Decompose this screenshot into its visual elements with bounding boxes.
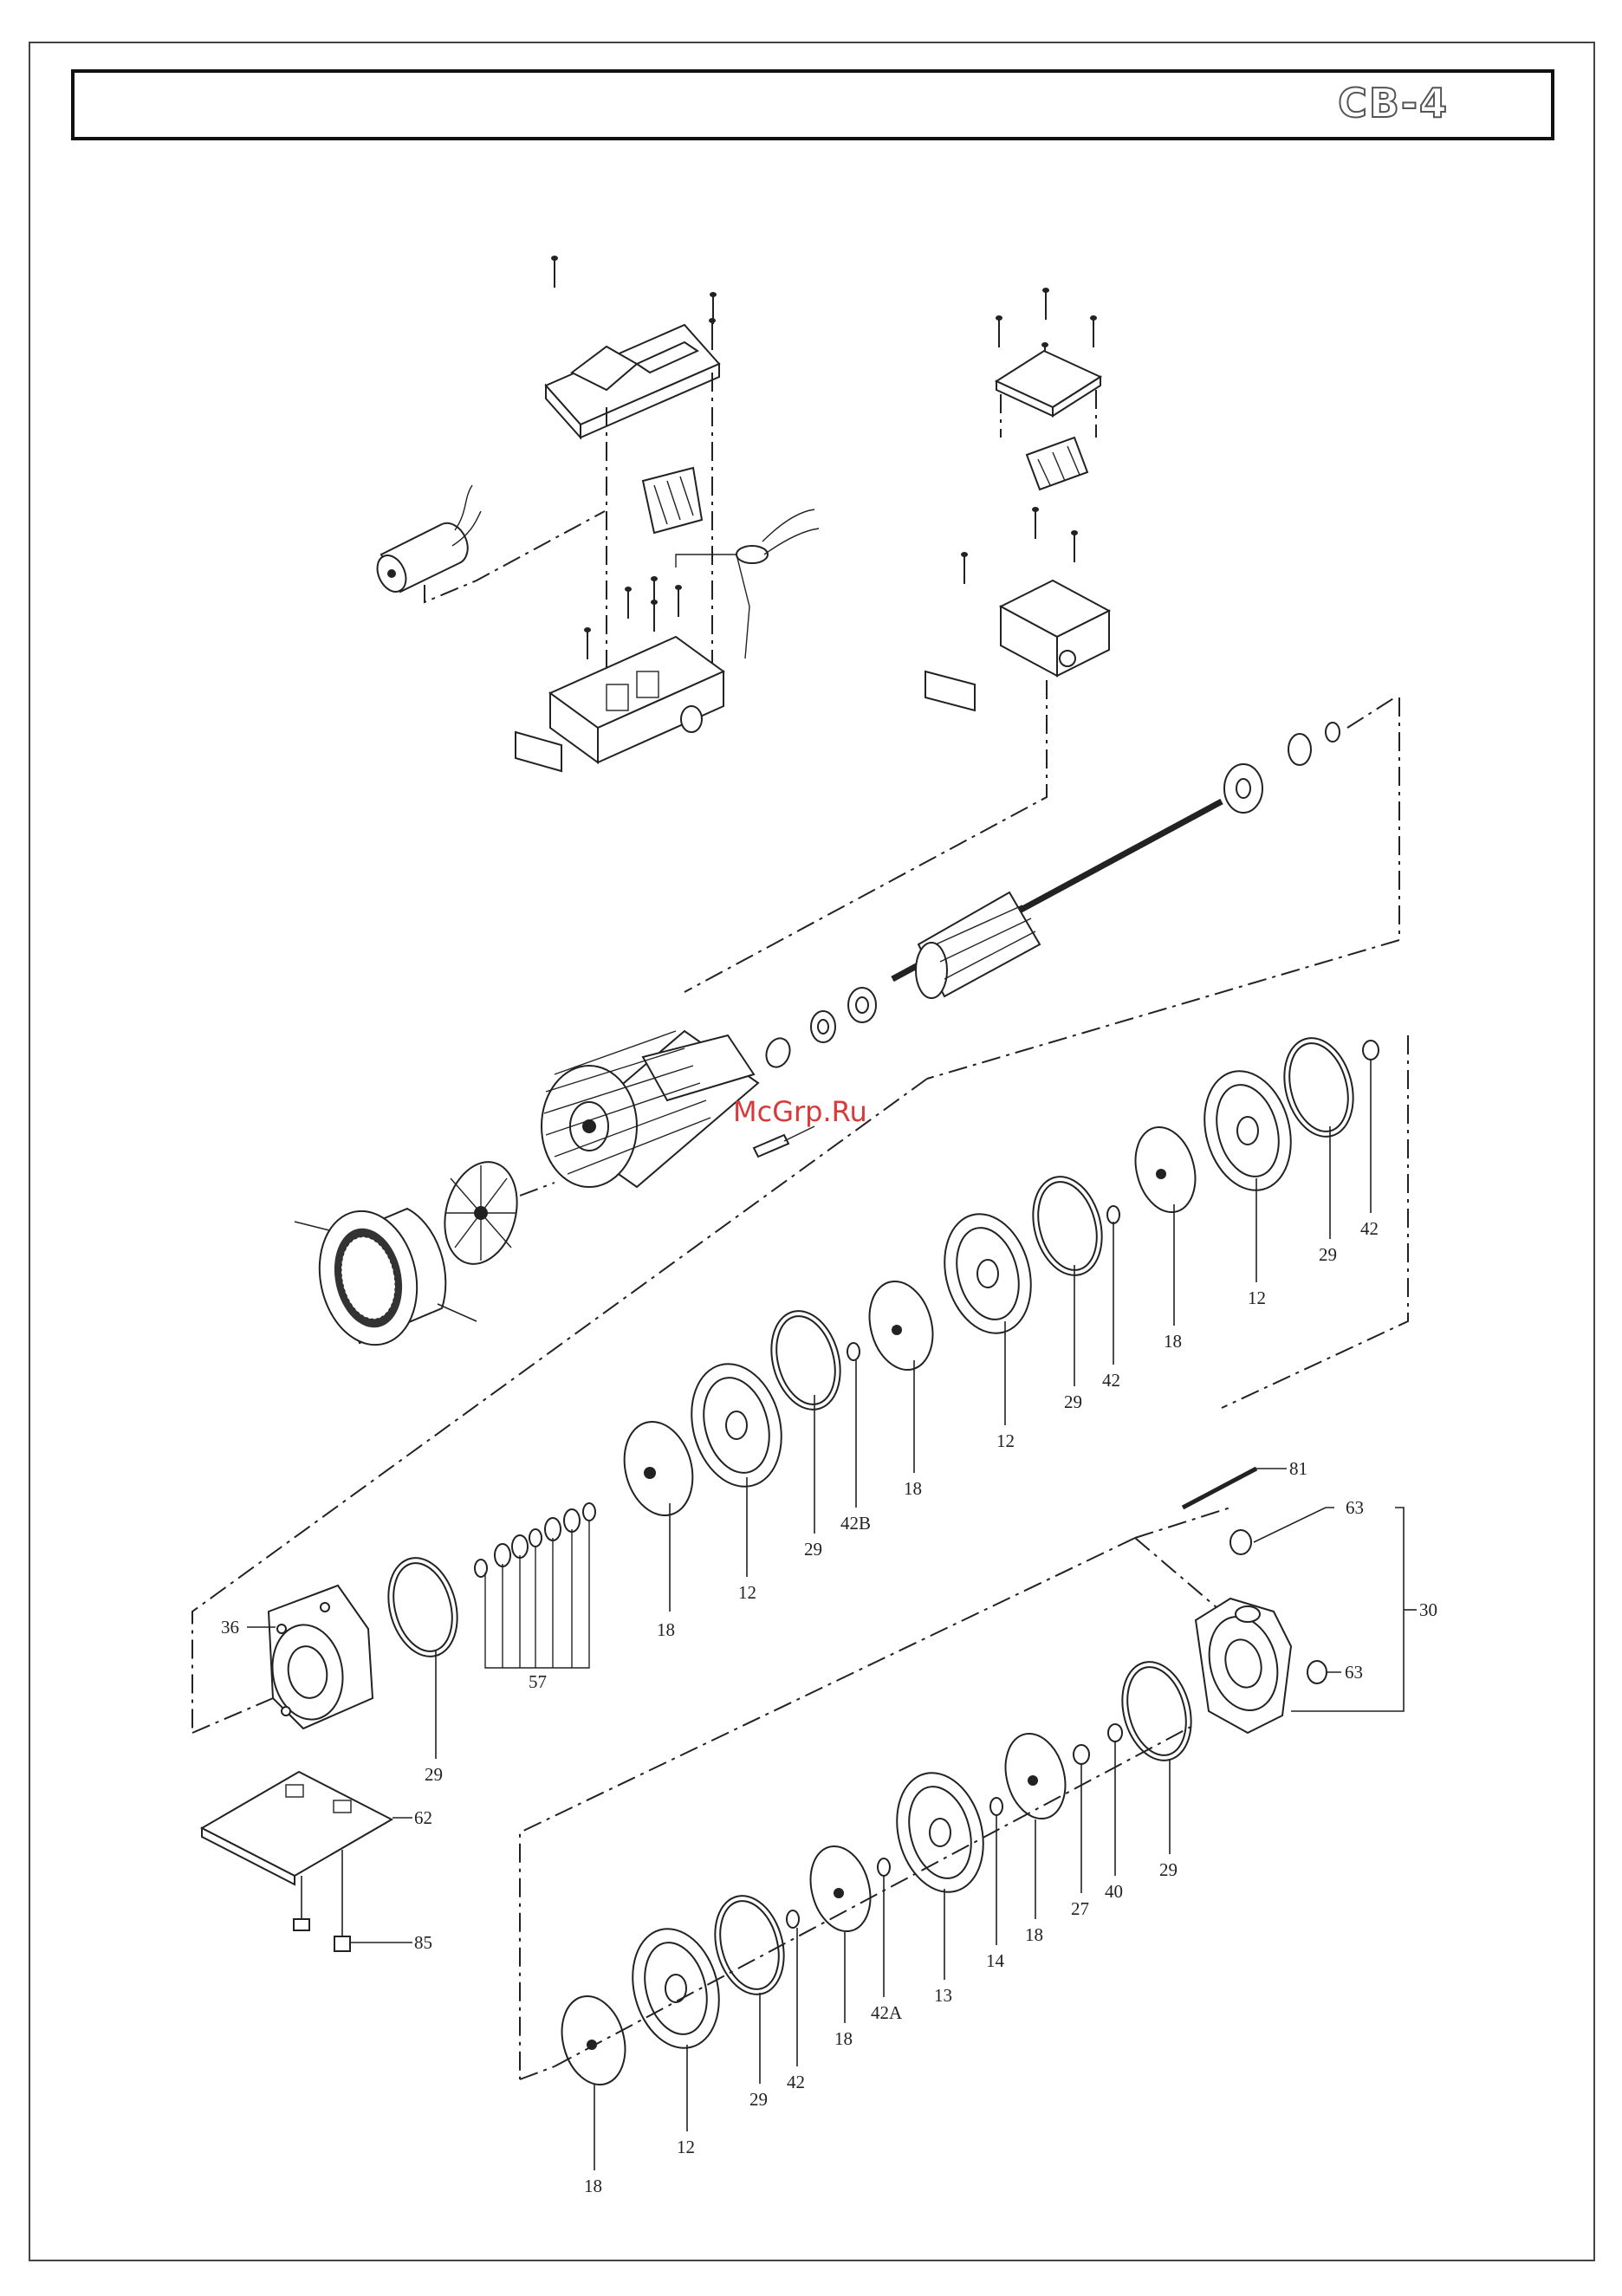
label-42: 42 bbox=[1360, 1218, 1379, 1239]
terminal-box-right bbox=[684, 288, 1109, 992]
terminal-box-cover-icon bbox=[546, 325, 719, 438]
diffuser-icon bbox=[1126, 1120, 1204, 1219]
screw-icon bbox=[961, 507, 1078, 584]
diffuser-icon bbox=[996, 1727, 1074, 1826]
terminal-box-base-icon bbox=[550, 637, 723, 762]
label-29: 29 bbox=[425, 1764, 443, 1785]
bearing-icon bbox=[811, 988, 876, 1042]
label-29: 29 bbox=[1319, 1244, 1337, 1265]
label-18: 18 bbox=[657, 1619, 675, 1640]
spacer-icon bbox=[878, 1858, 890, 1876]
spacer-icon bbox=[1107, 1206, 1119, 1223]
terminal-block-icon bbox=[643, 468, 702, 533]
label-14: 14 bbox=[986, 1950, 1005, 1971]
label-18: 18 bbox=[834, 2028, 853, 2049]
label-42: 42 bbox=[787, 2072, 805, 2092]
watermark: McGrp.Ru bbox=[733, 1095, 867, 1128]
capacitor-icon bbox=[372, 485, 481, 596]
label-42: 42 bbox=[1102, 1370, 1120, 1391]
spacer-icon bbox=[1363, 1041, 1379, 1060]
label-12: 12 bbox=[1248, 1287, 1266, 1308]
spacer-icon bbox=[787, 1910, 799, 1928]
label-29: 29 bbox=[749, 2089, 768, 2110]
bolt-icon bbox=[1183, 1469, 1256, 1508]
rotor-shaft-icon bbox=[892, 801, 1222, 998]
spacer-icon bbox=[847, 1343, 860, 1360]
o-ring-icon bbox=[1112, 1654, 1201, 1768]
label-27: 27 bbox=[1071, 1898, 1089, 1919]
label-18: 18 bbox=[584, 2176, 602, 2196]
spacer-icon bbox=[990, 1798, 1002, 1815]
label-63: 63 bbox=[1346, 1497, 1364, 1518]
label-18: 18 bbox=[1164, 1331, 1182, 1352]
label-42a: 42A bbox=[871, 2002, 903, 2023]
label-12: 12 bbox=[677, 2137, 695, 2157]
cable-gland-icon bbox=[676, 509, 819, 658]
pump-casing-icon bbox=[265, 1586, 373, 1728]
label-40: 40 bbox=[1105, 1881, 1123, 1902]
impeller-icon bbox=[932, 1204, 1044, 1343]
terminal-box-left bbox=[372, 256, 819, 771]
label-29: 29 bbox=[1064, 1391, 1082, 1412]
o-ring-icon bbox=[761, 1303, 850, 1417]
label-30: 30 bbox=[1419, 1599, 1437, 1620]
label-13: 13 bbox=[934, 1985, 952, 2006]
o-ring-icon bbox=[762, 1035, 794, 1071]
motor-housing-icon bbox=[542, 1031, 758, 1187]
terminal-box-base-icon bbox=[1001, 580, 1109, 676]
label-81: 81 bbox=[1289, 1458, 1307, 1479]
label-29: 29 bbox=[1159, 1859, 1178, 1880]
pump-head-icon bbox=[1196, 1599, 1291, 1733]
label-18: 18 bbox=[904, 1478, 922, 1499]
bearing-icon bbox=[1224, 723, 1340, 813]
diffuser-icon bbox=[553, 1989, 635, 2092]
terminal-block-icon bbox=[1027, 438, 1087, 490]
label-62: 62 bbox=[414, 1807, 432, 1828]
label-18: 18 bbox=[1025, 1924, 1043, 1945]
label-12: 12 bbox=[996, 1430, 1015, 1451]
diffuser-icon bbox=[860, 1274, 943, 1378]
label-42b-upper: 42B bbox=[840, 1513, 871, 1534]
base-plate-icon bbox=[202, 1772, 392, 1884]
nameplate-icon bbox=[516, 732, 561, 771]
label-85: 85 bbox=[414, 1932, 432, 1953]
o-ring-icon bbox=[378, 1550, 467, 1664]
bolt-icon bbox=[754, 1135, 788, 1157]
spacer-stack-icon bbox=[475, 1503, 595, 1668]
nameplate-icon bbox=[925, 671, 975, 710]
label-12: 12 bbox=[738, 1582, 756, 1603]
o-ring-icon bbox=[1022, 1169, 1112, 1283]
label-63: 63 bbox=[1345, 1662, 1363, 1683]
terminal-box-cover-icon bbox=[996, 351, 1100, 416]
fan-icon bbox=[434, 1154, 528, 1273]
diffuser-icon bbox=[801, 1839, 879, 1938]
label-57: 57 bbox=[529, 1671, 547, 1692]
label-36: 36 bbox=[221, 1617, 239, 1638]
diffuser-icon bbox=[614, 1414, 703, 1523]
label-29: 29 bbox=[804, 1539, 822, 1560]
